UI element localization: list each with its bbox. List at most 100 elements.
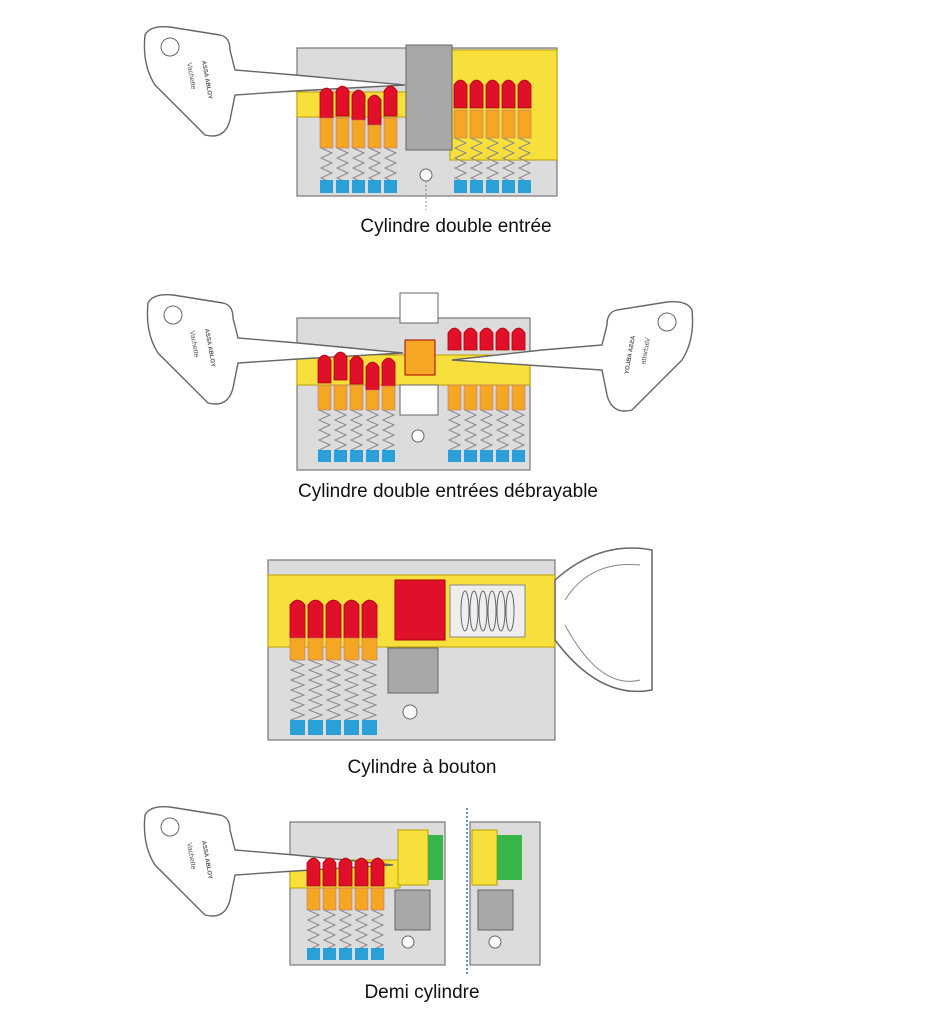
key-pin	[306, 857, 321, 887]
pin-base	[352, 180, 365, 193]
pin-base	[334, 450, 347, 462]
thumb-turn-knob	[554, 547, 653, 693]
pin-base	[480, 450, 493, 462]
key-pin	[367, 94, 382, 126]
pin-base	[371, 948, 384, 960]
key-pin	[319, 87, 334, 119]
knob-spring	[460, 590, 470, 632]
driver-pin	[354, 887, 369, 911]
key-hole	[160, 817, 180, 837]
key-pin	[469, 79, 484, 109]
pin-base	[344, 720, 359, 735]
spring	[325, 659, 342, 721]
key-brand-logo: Vachette	[185, 62, 197, 90]
plug-brass	[397, 829, 429, 886]
spring	[495, 409, 510, 451]
key-hole	[160, 37, 180, 57]
key-pin	[463, 327, 478, 351]
cam	[477, 889, 514, 931]
cam-top	[399, 292, 439, 324]
spring	[335, 147, 350, 184]
knob-spring	[496, 590, 506, 632]
key-pin	[322, 857, 337, 887]
pin-base	[339, 948, 352, 960]
key-pin	[453, 79, 468, 109]
key-pin	[501, 79, 516, 109]
key-pin	[361, 599, 378, 639]
pin-base	[320, 180, 333, 193]
clutch-red	[394, 579, 446, 641]
knob-spring	[469, 590, 479, 632]
driver-pin	[447, 384, 462, 411]
driver-pin	[463, 384, 478, 411]
caption-demi-cylindre: Demi cylindre	[364, 982, 480, 1003]
driver-pin	[511, 384, 526, 411]
key-pin	[338, 857, 353, 887]
cam	[405, 44, 453, 151]
cam-bottom	[399, 384, 439, 416]
knob-spring	[487, 590, 497, 632]
spring	[306, 909, 321, 951]
key-pin	[317, 354, 332, 384]
spring	[338, 909, 353, 951]
driver-pin	[517, 109, 532, 139]
spring	[453, 137, 468, 184]
driver-pin	[365, 389, 380, 411]
key-pin	[381, 357, 396, 387]
key-pin	[325, 599, 342, 639]
pin-base	[355, 948, 368, 960]
diagram-bouton	[267, 547, 653, 741]
spring	[367, 147, 382, 184]
spring	[322, 909, 337, 951]
spring	[365, 409, 380, 451]
key-pin	[333, 351, 348, 381]
pin-base	[384, 180, 397, 193]
driver-pin	[453, 109, 468, 139]
pin-base	[350, 450, 363, 462]
green-part	[428, 835, 443, 880]
pin-base	[308, 720, 323, 735]
pin-base	[323, 948, 336, 960]
pin-base	[448, 450, 461, 462]
key-pin	[517, 79, 532, 109]
clutch	[404, 339, 436, 376]
pin-base	[318, 450, 331, 462]
plug-brass	[471, 829, 498, 886]
spring	[354, 909, 369, 951]
driver-pin	[338, 887, 353, 911]
spring	[501, 137, 516, 184]
key-pin	[365, 361, 380, 391]
spring	[361, 659, 378, 721]
green-part	[497, 835, 522, 880]
pin-base	[486, 180, 499, 193]
key-pin	[485, 79, 500, 109]
driver-pin	[322, 887, 337, 911]
key-pin	[479, 327, 494, 351]
key-pin	[495, 327, 510, 351]
driver-pin	[479, 384, 494, 411]
key-pin	[351, 89, 366, 121]
driver-pin	[383, 117, 398, 149]
driver-pin	[485, 109, 500, 139]
key-pin	[335, 85, 350, 117]
spring	[469, 137, 484, 184]
driver-pin	[381, 385, 396, 411]
spring	[381, 409, 396, 451]
spring	[317, 409, 332, 451]
driver-pin	[325, 637, 342, 661]
key-pin	[343, 599, 360, 639]
spring	[307, 659, 324, 721]
pin-base	[307, 948, 320, 960]
key-bow	[451, 300, 694, 412]
driver-pin	[289, 637, 306, 661]
spring	[447, 409, 462, 451]
driver-pin	[349, 384, 364, 411]
driver-pin	[343, 637, 360, 661]
pin-base	[368, 180, 381, 193]
key-bow	[143, 25, 406, 137]
